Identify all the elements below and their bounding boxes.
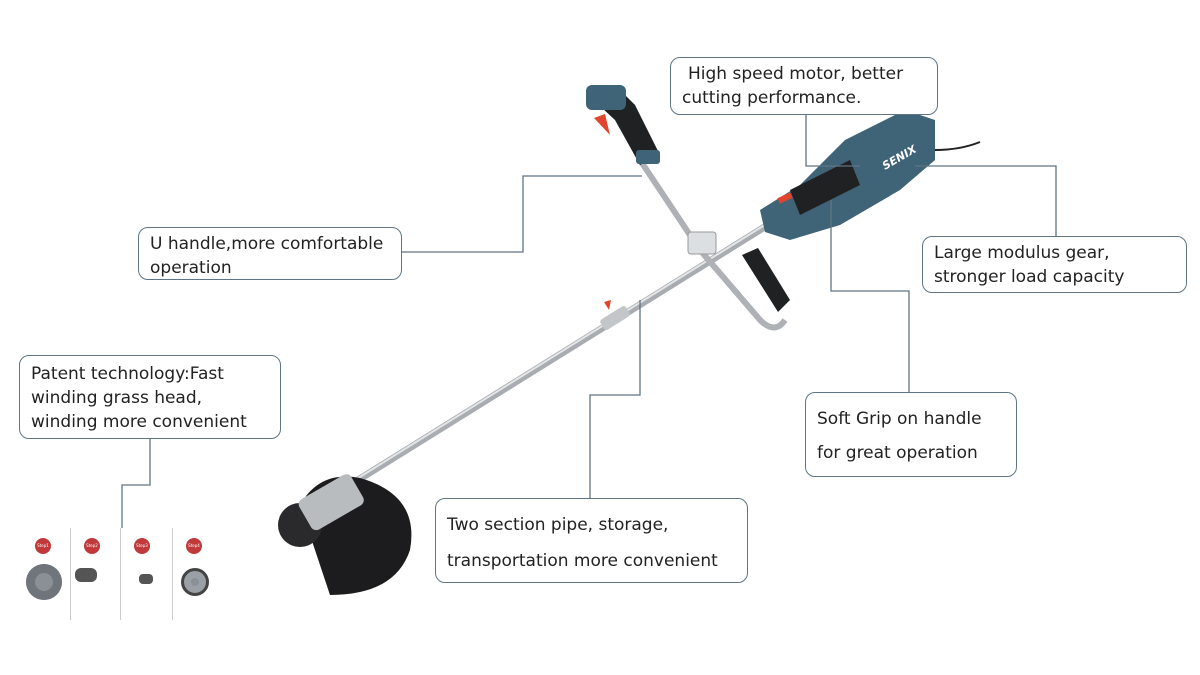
step-badge: Step2 (84, 538, 100, 554)
callout-gear: Large modulus gear, stronger load capaci… (922, 236, 1187, 293)
callout-text: winding grass head, (31, 388, 203, 408)
callout-text: operation (150, 258, 232, 278)
callout-motor: High speed motor, better cutting perform… (670, 57, 938, 115)
handle-clamp (687, 231, 717, 255)
coupler-knob (604, 300, 611, 310)
callout-text: cutting performance. (682, 88, 862, 108)
callout-text: transportation more convenient (447, 551, 718, 571)
winding-steps: Step1 Step2 Step3 Step4 (22, 528, 217, 620)
leader-patent (121, 439, 151, 528)
step-4: Step4 (172, 528, 221, 620)
leader-u-handle (402, 175, 642, 253)
callout-text: for great operation (817, 443, 978, 463)
trigger (594, 114, 610, 135)
step-2: Step2 (70, 528, 119, 620)
callout-u-handle: U handle,more comfortable operation (138, 227, 402, 280)
leader-gear (915, 165, 1057, 236)
power-cord (934, 141, 981, 151)
step-badge: Step1 (35, 538, 51, 554)
gear-head (298, 474, 364, 531)
callout-text: winding more convenient (31, 412, 247, 432)
callout-text: Large modulus gear, (934, 243, 1110, 263)
upper-grip-head (586, 85, 626, 110)
grip-collar (636, 150, 660, 164)
callout-text: High speed motor, better (688, 64, 904, 84)
callout-text: Patent technology:Fast (31, 364, 224, 384)
shaft-highlight (317, 202, 801, 504)
callout-text: stronger load capacity (934, 267, 1125, 287)
rear-handle (790, 160, 860, 215)
leader-motor (805, 115, 860, 167)
spool-front-icon (26, 564, 62, 600)
pipe-coupler (600, 306, 630, 330)
leader-soft-grip (830, 200, 910, 392)
step-badge: Step4 (186, 538, 202, 554)
power-switch (777, 192, 793, 204)
spool-done-icon (181, 568, 209, 596)
callout-pipe: Two section pipe, storage, transportatio… (435, 498, 748, 583)
callout-text: U handle,more comfortable (150, 234, 384, 254)
spool-side-icon (75, 568, 97, 582)
main-shaft (314, 201, 804, 509)
leader-pipe (589, 300, 641, 498)
callout-text: Soft Grip on handle (817, 409, 982, 429)
step-1: Step1 (22, 528, 70, 620)
step-badge: Step3 (134, 538, 150, 554)
side-grip (742, 248, 790, 312)
u-handle-bar (637, 158, 788, 331)
step-3: Step3 (120, 528, 169, 620)
spool-wind-icon (139, 574, 153, 584)
callout-text: Two section pipe, storage, (447, 515, 669, 535)
callout-patent: Patent technology:Fast winding grass hea… (19, 355, 281, 439)
callout-soft-grip: Soft Grip on handle for great operation (805, 392, 1017, 477)
